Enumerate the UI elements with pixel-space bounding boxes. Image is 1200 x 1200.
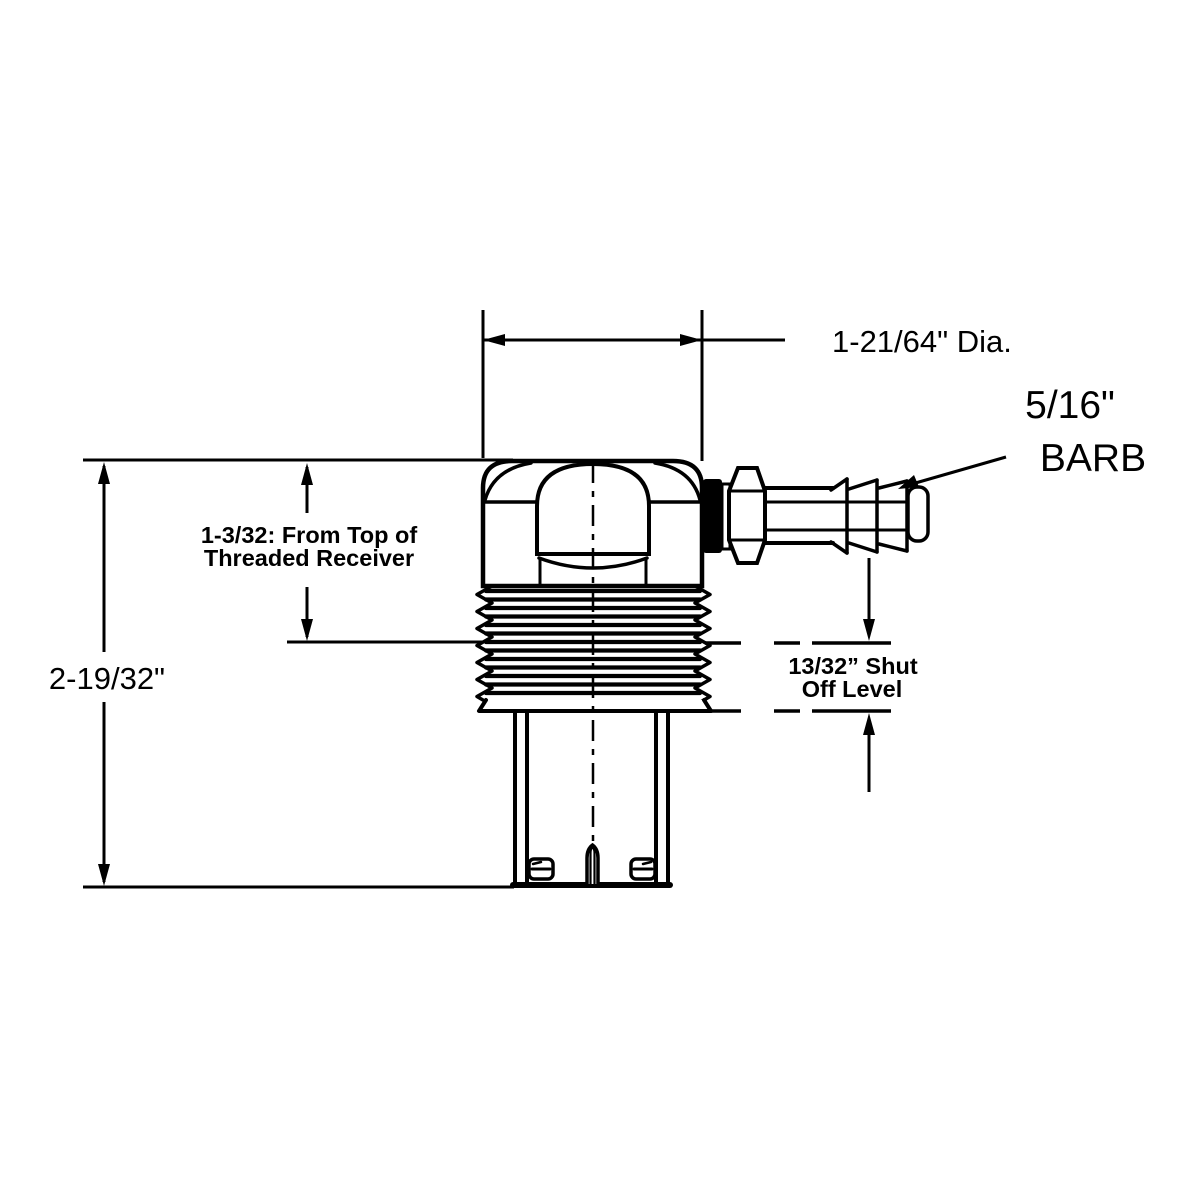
arrowhead-up bbox=[863, 713, 875, 735]
thread-skirt bbox=[477, 698, 713, 713]
dome-skirt-lines bbox=[538, 558, 648, 588]
arrowhead-up bbox=[98, 462, 110, 484]
barb-ridges-bottom bbox=[829, 540, 909, 555]
arrowhead-right bbox=[680, 334, 702, 346]
leader-line bbox=[904, 455, 1007, 488]
diameter-label: 1-21/64" Dia. bbox=[832, 324, 1012, 359]
barb-ridge-edges bbox=[845, 477, 909, 555]
gasket bbox=[703, 479, 722, 553]
shutoff-label-line1: 13/32” Shut bbox=[788, 653, 917, 679]
center-pin-inner bbox=[589, 845, 596, 886]
shutoff-label-line2: Off Level bbox=[802, 676, 903, 702]
barb-leader bbox=[898, 455, 1007, 489]
receiver-offset-label-line1: 1-3/32: From Top of bbox=[201, 522, 417, 548]
cap-shoulder-left bbox=[483, 461, 533, 502]
diameter-extension-lines bbox=[481, 310, 704, 461]
lower-body bbox=[510, 710, 673, 888]
barb-shank bbox=[763, 486, 835, 545]
retainer-slot-right bbox=[629, 857, 657, 881]
arrowhead-left bbox=[483, 334, 505, 346]
dimension-shutoff-level bbox=[705, 558, 891, 792]
barb-ridges-top bbox=[829, 477, 909, 492]
overall-length-label: 2-19/32" bbox=[49, 661, 165, 696]
hex-nut bbox=[727, 466, 767, 565]
barb-name-label: BARB bbox=[1040, 437, 1146, 480]
barb-bore-lines bbox=[763, 500, 907, 532]
barb-tip bbox=[906, 485, 930, 543]
dimension-receiver-offset bbox=[287, 463, 483, 644]
arrowhead-down bbox=[301, 619, 313, 641]
arrowhead-down bbox=[863, 619, 875, 641]
body-walls bbox=[513, 710, 670, 886]
cap-shoulder-right bbox=[653, 461, 702, 502]
center-pin bbox=[585, 842, 600, 886]
dimension-overall-length bbox=[83, 458, 514, 889]
barb-size-label: 5/16" bbox=[1025, 384, 1115, 427]
arrowhead-up bbox=[301, 463, 313, 485]
hex-nut-facets bbox=[727, 489, 767, 542]
retainer-slot-left bbox=[527, 857, 555, 881]
receiver-offset-label-line2: Threaded Receiver bbox=[204, 545, 414, 571]
leader-arrowhead bbox=[898, 475, 919, 489]
arrowhead-down bbox=[98, 864, 110, 886]
dimension-diameter bbox=[481, 310, 785, 461]
barb-mount bbox=[703, 466, 767, 565]
hose-barb bbox=[763, 477, 930, 555]
